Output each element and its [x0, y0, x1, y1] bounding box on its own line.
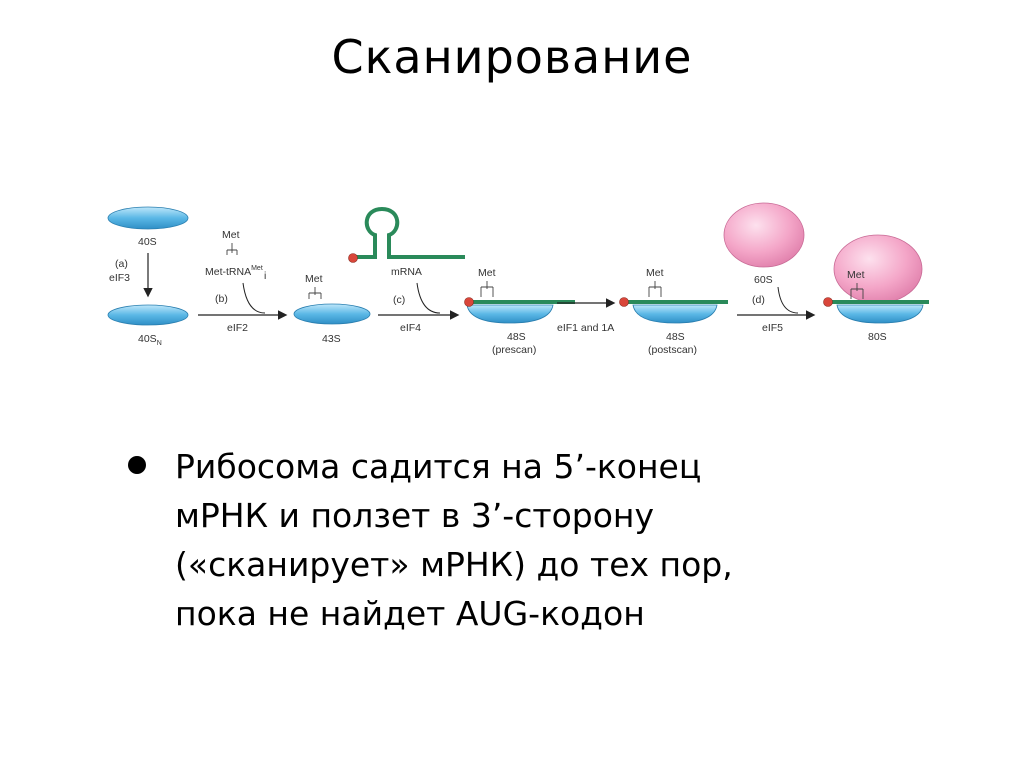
- ribosome-60s: [723, 202, 805, 268]
- mrna-hairpin: [355, 206, 465, 259]
- bullet-line-1: Рибосома садится на 5’-конец: [175, 447, 702, 486]
- scanning-diagram: 40S (a) eIF3 40SN Met Met-tRNAMet i (b) …: [95, 195, 945, 370]
- ribosome-43s: [293, 303, 371, 325]
- label-a: (a): [115, 258, 128, 270]
- ribosome-48s-postscan: [632, 304, 718, 324]
- slide-title: Сканирование: [331, 30, 693, 84]
- label-40sn: 40SN: [138, 333, 162, 347]
- trna-icon-2: [308, 287, 322, 299]
- label-b: (b): [215, 293, 228, 305]
- trna-icon-3: [480, 281, 494, 297]
- label-eif4: eIF4: [400, 322, 421, 334]
- ribosome-80s-small: [836, 304, 924, 324]
- label-met3: Met: [478, 267, 496, 279]
- label-prescan: (prescan): [492, 344, 536, 356]
- mrna-cap-4: [823, 297, 833, 307]
- label-d: (d): [752, 294, 765, 306]
- mrna-cap-1: [348, 253, 358, 263]
- bullet-line-2: мРНК и ползет в 3’-сторону: [175, 496, 655, 535]
- ribosome-48s-prescan: [466, 304, 554, 324]
- label-80s: 80S: [868, 331, 887, 343]
- label-met2: Met: [305, 273, 323, 285]
- bullet-dot: [128, 456, 146, 474]
- trna-icon-4: [648, 281, 662, 297]
- label-met5: Met: [847, 269, 865, 281]
- label-c: (c): [393, 294, 405, 306]
- label-eif3: eIF3: [109, 272, 130, 284]
- label-met-trna: Met-tRNAMet: [205, 265, 263, 278]
- label-eif1: eIF1 and 1A: [557, 322, 614, 334]
- trna-icon-1: [226, 243, 238, 255]
- ribosome-40sn: [107, 304, 189, 326]
- arrow-d-curve: [777, 286, 799, 314]
- trna-icon-5: [850, 283, 864, 299]
- scanning-diagram-svg: 40S (a) eIF3 40SN Met Met-tRNAMet i (b) …: [107, 202, 929, 356]
- label-met1: Met: [222, 229, 240, 241]
- ribosome-40s: [107, 206, 189, 230]
- mrna-cap-3: [619, 297, 629, 307]
- label-60s: 60S: [754, 274, 773, 286]
- label-met-trna-sub: i: [264, 270, 266, 282]
- label-postscan: (postscan): [648, 344, 697, 356]
- label-eif2: eIF2: [227, 322, 248, 334]
- label-48s-b: 48S: [666, 331, 685, 343]
- label-43s: 43S: [322, 333, 341, 345]
- label-48s-a: 48S: [507, 331, 526, 343]
- label-40s: 40S: [138, 236, 157, 248]
- arrow-c-curve: [416, 282, 441, 314]
- label-mrna: mRNA: [391, 266, 422, 278]
- bullet-line-3: («сканирует» мРНК) до тех пор,: [175, 545, 733, 584]
- bullet-text: Рибосома садится на 5’-конец мРНК и полз…: [175, 442, 935, 638]
- label-eif5: eIF5: [762, 322, 783, 334]
- arrow-b-curve: [242, 282, 266, 314]
- mrna-cap-2: [464, 297, 474, 307]
- label-met4: Met: [646, 267, 664, 279]
- bullet-line-4: пока не найдет AUG-кодон: [175, 594, 645, 633]
